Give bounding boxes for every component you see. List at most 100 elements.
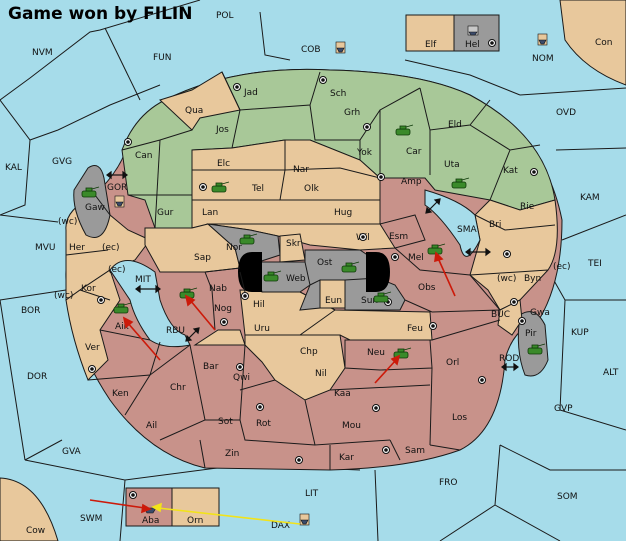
army-unit-ost[interactable] <box>341 261 360 273</box>
army-unit-nor[interactable] <box>239 233 258 245</box>
label-nab: Nab <box>209 284 227 294</box>
label-gur: Gur <box>157 208 174 218</box>
fleet-marker-gor[interactable] <box>114 195 125 208</box>
label-tel: Tel <box>251 184 264 194</box>
sea-label-nom: NOM <box>532 54 554 64</box>
sea-label-kal: KAL <box>5 163 22 173</box>
province-neu[interactable] <box>344 339 433 371</box>
sea-label-fun: FUN <box>153 53 172 63</box>
sea-label-kup: KUP <box>571 328 589 338</box>
sea-label-cob: COB <box>301 45 321 55</box>
label-jad: Jad <box>243 88 258 98</box>
fleet-marker-cob[interactable] <box>335 41 346 54</box>
label-chp: Chp <box>300 347 318 357</box>
sea-label-buc: BUC <box>491 310 510 320</box>
fleet-marker-hel[interactable] <box>467 25 479 36</box>
label-aba: Aba <box>142 516 159 526</box>
sea-label-gvg: GVG <box>52 157 72 167</box>
sea-label-alt: ALT <box>603 368 619 378</box>
label-nog: Nog <box>214 304 232 314</box>
label-ail: Ail <box>146 421 157 431</box>
army-unit-uta[interactable] <box>451 177 470 189</box>
label-car: Car <box>406 147 422 157</box>
sea-label-som: SOM <box>557 492 578 502</box>
army-unit-aik[interactable] <box>113 302 132 314</box>
label-grh: Grh <box>344 108 360 118</box>
label-kar: Kar <box>339 453 354 463</box>
army-unit-web[interactable] <box>263 270 282 282</box>
order-arrow-aba <box>89 499 152 514</box>
label-nil: Nil <box>315 369 327 379</box>
label-sot: Sot <box>218 417 233 427</box>
passage-arrow-rbu <box>185 327 200 342</box>
label-mou: Mou <box>342 421 361 431</box>
label-los: Los <box>452 413 467 423</box>
label-nor: Nor <box>226 243 242 253</box>
label-elf: Elf <box>425 40 437 50</box>
province-orn[interactable] <box>171 487 220 527</box>
label-neu: Neu <box>367 348 385 358</box>
province-sun-west <box>299 279 321 311</box>
province-ver[interactable] <box>65 269 121 381</box>
coast-tags: (wc) (ec) (ec) (wc) (wc) (ec) <box>54 217 571 301</box>
army-unit-gaw[interactable] <box>81 186 100 198</box>
impassable-west <box>238 252 262 292</box>
label-amp: Amp <box>401 177 422 187</box>
label-eld: Eld <box>448 120 462 130</box>
label-kor: Kor <box>81 284 96 294</box>
sea-label-tei: TEI <box>587 259 602 269</box>
label-feu: Feu <box>407 324 423 334</box>
label-chr: Chr <box>170 383 186 393</box>
label-obs: Obs <box>418 283 436 293</box>
province-pir[interactable] <box>517 311 549 377</box>
label-qwi: Qwi <box>233 373 250 383</box>
passage-arrow-sma-east <box>465 247 491 257</box>
label-orn: Orn <box>187 516 203 526</box>
label-nar: Nar <box>293 165 309 175</box>
label-ost: Ost <box>317 258 333 268</box>
province-elf[interactable] <box>405 14 455 52</box>
sea-label-swm: SWM <box>80 514 102 524</box>
label-aik: Aik <box>115 322 130 332</box>
army-unit-pir[interactable] <box>527 343 546 355</box>
label-bri: Bri <box>489 220 501 230</box>
label-mel: Mel <box>408 253 424 263</box>
label-bar: Bar <box>203 362 219 372</box>
label-gaw: Gaw <box>85 203 105 213</box>
sea-label-dor: DOR <box>27 372 47 382</box>
passage-arrow-gor <box>106 170 128 180</box>
coast-tag-wc-byn: (wc) <box>497 274 516 284</box>
fleet-marker-dax[interactable] <box>299 513 310 526</box>
sea-label-fro: FRO <box>439 478 458 488</box>
sea-label-ovd: OVD <box>556 108 576 118</box>
label-hil: Hil <box>253 300 265 310</box>
sea-label-gva: GVA <box>62 447 82 457</box>
label-her: Her <box>69 243 85 253</box>
sea-label-mvu: MVU <box>35 243 56 253</box>
fleets <box>114 25 548 526</box>
army-unit-nab[interactable] <box>179 287 198 299</box>
label-yok: Yok <box>356 148 373 158</box>
passage-arrow-sma <box>425 198 441 214</box>
label-hel: Hel <box>465 40 480 50</box>
label-sch: Sch <box>330 89 346 99</box>
army-unit-tel[interactable] <box>211 181 230 193</box>
province-gaw[interactable] <box>73 165 111 238</box>
order-arrow-aik <box>122 316 161 361</box>
sea-label-bor: BOR <box>21 306 40 316</box>
label-hug: Hug <box>334 208 352 218</box>
label-can: Can <box>135 151 153 161</box>
label-orl: Orl <box>446 358 459 368</box>
army-unit-car[interactable] <box>395 124 414 136</box>
label-sun: Sun <box>361 296 378 306</box>
sea-label-lit: LIT <box>305 489 319 499</box>
army-unit-mel[interactable] <box>427 243 446 255</box>
label-byn: Byn <box>524 274 541 284</box>
sea-labels: POL NVM FUN COB NOM Con KAL GVG GOR OVD … <box>5 11 619 536</box>
fleet-marker-nom[interactable] <box>537 33 548 46</box>
label-sap: Sap <box>194 253 211 263</box>
sea-label-dax: DAX <box>271 521 290 531</box>
army-unit-sun[interactable] <box>373 291 392 303</box>
order-arrow-mel <box>434 251 456 297</box>
order-arrow-dax-support <box>151 502 301 525</box>
